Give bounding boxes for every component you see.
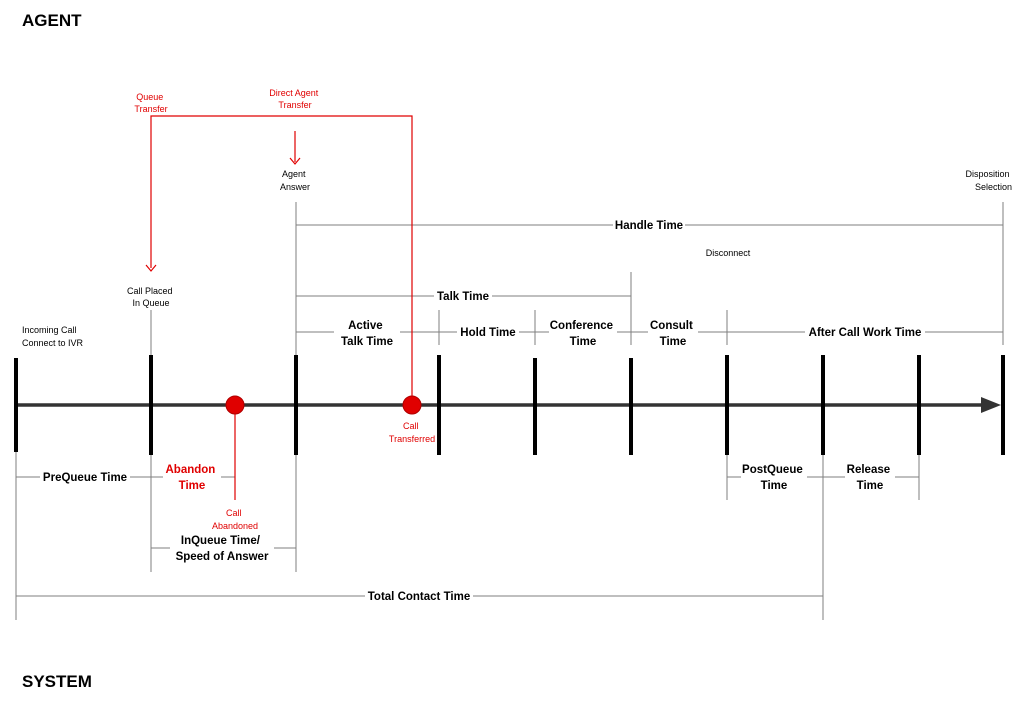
call-placed-in-queue-label: Call Placed In Queue	[127, 286, 175, 308]
agent-header: AGENT	[22, 11, 82, 30]
call-abandoned-dot	[225, 395, 245, 415]
talk-time-label: Talk Time	[437, 291, 489, 303]
consult-time-label: Consult Time	[650, 320, 696, 348]
transfer-bracket	[150, 115, 413, 398]
prequeue-time-label: PreQueue Time	[43, 472, 127, 484]
after-call-work-time-label: After Call Work Time	[809, 327, 922, 339]
release-time-label: Release Time	[847, 464, 894, 492]
transfer-paths	[145, 115, 413, 500]
agent-answer-label: Agent Answer	[280, 169, 310, 192]
disposition-selection-label: Disposition Selection	[965, 169, 1012, 192]
call-transferred-dot	[402, 395, 422, 415]
system-header: SYSTEM	[22, 672, 92, 691]
axis-ticks	[14, 355, 1005, 455]
queue-transfer-label: Queue Transfer	[134, 92, 167, 114]
postqueue-time-label: PostQueue Time	[742, 464, 806, 492]
direct-agent-transfer-label: Direct Agent Transfer	[269, 88, 321, 110]
abandon-time-label: Abandon Time	[165, 464, 218, 492]
hold-time-label: Hold Time	[460, 327, 515, 339]
active-talk-time-label: Active Talk Time	[341, 320, 393, 348]
incoming-call-label: Incoming Call Connect to IVR	[22, 325, 84, 348]
metric-lines	[16, 224, 1003, 597]
queue-transfer-arrowhead	[145, 264, 157, 272]
call-abandoned-label: Call Abandoned	[212, 508, 258, 531]
axis-arrowhead	[981, 397, 1001, 413]
conference-time-label: Conference Time	[550, 320, 616, 348]
direct-agent-arrowhead	[289, 157, 301, 165]
call-transferred-label: Call Transferred	[389, 421, 435, 444]
handle-time-label: Handle Time	[615, 220, 683, 232]
disconnect-label: Disconnect	[706, 248, 751, 258]
metric-labels: Handle Time Talk Time Active Talk Time H…	[40, 218, 925, 603]
guide-lines	[15, 202, 1004, 620]
inqueue-time-label: InQueue Time/ Speed of Answer	[176, 535, 269, 563]
total-contact-time-label: Total Contact Time	[368, 591, 470, 603]
